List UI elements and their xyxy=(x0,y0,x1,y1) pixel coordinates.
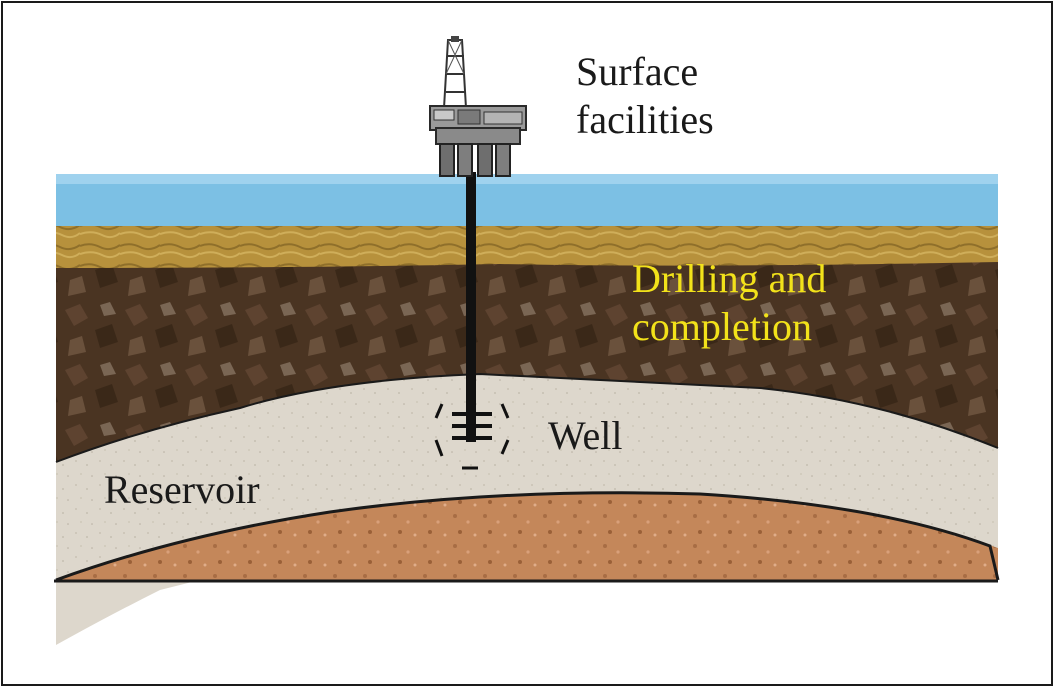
overburden-layer xyxy=(56,262,998,462)
drilling-completion-label: Drilling and completion xyxy=(632,255,826,351)
offshore-platform-icon xyxy=(429,36,527,177)
well-label: Well xyxy=(548,413,623,458)
well-completion-icon xyxy=(434,403,510,470)
reservoir-layer xyxy=(56,374,998,580)
basement-layer xyxy=(56,492,998,580)
surface-label-line2: facilities xyxy=(576,97,714,142)
surface-label-line1: Surface xyxy=(576,49,699,94)
drilling-label-line2: completion xyxy=(632,304,812,349)
wellbore xyxy=(466,172,476,442)
seabed-layer xyxy=(56,226,998,270)
surface-facilities-label: Surface facilities xyxy=(576,48,714,144)
lower-wedge xyxy=(56,580,200,645)
drilling-label-line1: Drilling and xyxy=(632,256,827,301)
reservoir-label: Reservoir xyxy=(104,467,260,512)
